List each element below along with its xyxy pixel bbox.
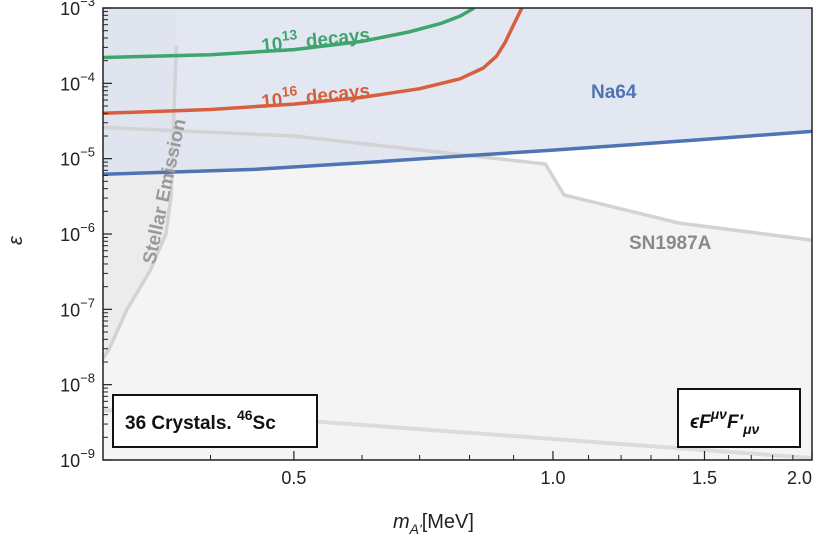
decays-1e16-exp: 16 [281, 82, 298, 100]
y-tick-base: 10 [60, 376, 80, 396]
decays-1e13-curve [103, 8, 476, 60]
lagrangian-annotation-box: ϵFμνF'μν [677, 388, 801, 448]
y-tick-exp: −6 [80, 220, 95, 235]
y-tick-base: 10 [60, 225, 80, 245]
y-tick-label: 10−7 [60, 295, 95, 320]
y-tick-label: 10−4 [60, 69, 95, 94]
y-tick-base: 10 [60, 300, 80, 320]
x-axis-title: mA'[MeV] [393, 511, 474, 537]
y-tick-exp: −4 [80, 69, 95, 84]
y-axis-title: ε [5, 235, 27, 245]
decays-1e16-base: 10 [260, 90, 283, 113]
x-axis-title-unit: [MeV] [422, 511, 474, 533]
sn1987a-curve [103, 125, 812, 242]
decays-1e13-base: 10 [260, 34, 283, 57]
y-tick-base: 10 [60, 150, 80, 170]
lagrangian-sub2: μν [742, 421, 759, 437]
x-axis-title-sub: A' [409, 521, 423, 537]
x-tick-label: 0.5 [281, 468, 306, 488]
x-axis-title-main: m [393, 511, 410, 533]
crystals-isotope: Sc [253, 413, 277, 434]
decays-1e13-exp: 13 [281, 26, 298, 44]
x-tick-label: 2.0 [787, 468, 812, 488]
crystals-prefix: 36 Crystals. [125, 413, 237, 434]
y-tick-exp: −3 [80, 0, 95, 9]
lagrangian-part2: F' [727, 412, 745, 433]
na64-label: Na64 [591, 82, 637, 103]
y-tick-label: 10−9 [60, 446, 95, 471]
y-tick-base: 10 [60, 451, 80, 471]
sn1987a-excluded-region [103, 127, 812, 460]
na64-excluded-region [103, 8, 812, 175]
y-tick-label: 10−5 [60, 145, 95, 170]
x-axis-ticks: 0.5 1.0 1.5 2.0 [210, 451, 813, 488]
y-tick-label: 10−8 [60, 371, 95, 396]
y-tick-base: 10 [60, 74, 80, 94]
decays-1e16-curve [103, 8, 524, 116]
y-tick-exp: −5 [80, 145, 95, 160]
y-tick-label: 10−6 [60, 220, 95, 245]
crystals-annotation-text: 36 Crystals. 46Sc [125, 407, 276, 434]
sn1987a-label: SN1987A [629, 233, 712, 254]
lagrangian-sup1: μν [710, 406, 727, 422]
lagrangian-text: ϵFμνF'μν [690, 406, 760, 437]
lagrangian-part1: ϵF [690, 412, 712, 433]
stellar-emission-curve [103, 45, 179, 360]
na64-curve [103, 129, 812, 177]
y-tick-exp: −9 [80, 446, 95, 461]
y-tick-exp: −8 [80, 371, 95, 386]
x-tick-label: 1.0 [540, 468, 565, 488]
crystals-isotope-mass: 46 [237, 407, 253, 423]
x-tick-label: 1.5 [692, 468, 717, 488]
plot-area [103, 8, 812, 460]
y-tick-label: 10−3 [60, 0, 95, 19]
y-tick-exp: −7 [80, 295, 95, 310]
crystals-annotation-box: 36 Crystals. 46Sc [112, 394, 318, 448]
y-axis-ticks: 10−310−410−510−610−710−810−9 [60, 0, 112, 471]
y-tick-base: 10 [60, 0, 80, 19]
